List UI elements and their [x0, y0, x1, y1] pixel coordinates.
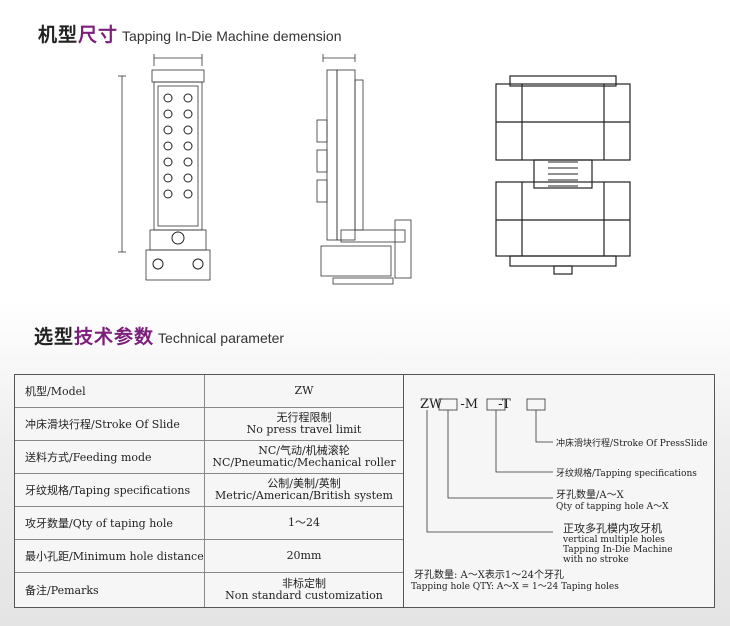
- row-value-line: NC/Pneumatic/Mechanical roller: [212, 456, 396, 469]
- machine-en-1: vertical multiple holes: [563, 535, 665, 545]
- table-row: 攻牙数量/Qty of taping hole 1～24: [15, 507, 403, 540]
- row-value-line: ZW: [294, 384, 314, 397]
- code-end: -T: [498, 397, 511, 412]
- machine-cn: 正攻多孔模内攻牙机: [563, 522, 662, 535]
- row-value: 1～24: [205, 507, 403, 539]
- front-view-drawing: [118, 54, 211, 281]
- row-label: 攻牙数量/Qty of taping hole: [15, 507, 205, 539]
- row-value-line: 20mm: [286, 549, 322, 562]
- code-mid: -M: [460, 397, 479, 412]
- row-label: 送料方式/Feeding mode: [15, 441, 205, 473]
- row-value-line: Metric/American/British system: [215, 489, 393, 502]
- row-label: 最小孔距/Minimum hole distance: [15, 540, 205, 572]
- technical-heading: 选型技术参数 Technical parameter: [34, 322, 284, 349]
- dimension-heading-cn: 机型: [38, 24, 79, 46]
- side-view-drawing: [316, 54, 412, 285]
- spec-table: 机型/Model ZW 冲床滑块行程/Stroke Of Slide 无行程限制…: [14, 374, 715, 608]
- top-view-drawing: [495, 75, 631, 275]
- table-row: 最小孔距/Minimum hole distance 20mm: [15, 540, 403, 573]
- dimension-heading: 机型尺寸 Tapping In-Die Machine demension: [38, 20, 342, 47]
- row-value-line: 1～24: [288, 516, 320, 529]
- technical-heading-en: Technical parameter: [158, 330, 285, 346]
- holes-label-cn: 牙孔数量/A～X: [556, 490, 624, 501]
- row-label: 牙纹规格/Taping specifications: [15, 474, 205, 506]
- row-value: 20mm: [205, 540, 403, 572]
- code-prefix: ZW: [420, 397, 443, 412]
- stroke-label: 冲床滑块行程/Stroke Of PressSlide: [556, 439, 708, 449]
- table-divider: [403, 375, 404, 607]
- note-cn: 牙孔数量: A～X表示1～24个牙孔: [414, 570, 564, 581]
- machine-en-3: with no stroke: [563, 555, 629, 565]
- model-code-diagram: [426, 398, 553, 533]
- dimension-heading-cn-accent: 尺寸: [78, 24, 119, 46]
- holes-label-en: Qty of tapping hole A～X: [556, 502, 669, 512]
- row-value: ZW: [205, 375, 403, 407]
- dimension-heading-en: Tapping In-Die Machine demension: [122, 28, 342, 44]
- machine-en-2: Tapping In-Die Machine: [563, 545, 673, 555]
- row-value-line: Non standard customization: [225, 589, 383, 602]
- technical-heading-cn-accent: 技术参数: [74, 326, 155, 348]
- technical-heading-cn: 选型: [34, 326, 75, 348]
- table-row: 机型/Model ZW: [15, 375, 403, 408]
- row-value-line: 无行程限制: [276, 411, 332, 424]
- row-label: 机型/Model: [15, 375, 205, 407]
- row-value-line: NC/气动/机械滚轮: [258, 444, 350, 457]
- row-label: 备注/Pemarks: [15, 573, 205, 607]
- row-value-line: No press travel limit: [246, 423, 362, 436]
- row-value-line: 非标定制: [282, 577, 326, 590]
- model-code: ZW -M -T: [420, 397, 511, 412]
- note-en: Tapping hole QTY: A～X = 1～24 Taping hole…: [411, 582, 619, 592]
- row-value-line: 公制/美制/英制: [267, 477, 341, 490]
- thread-label: 牙纹规格/Tapping specifications: [556, 469, 697, 479]
- row-label: 冲床滑块行程/Stroke Of Slide: [15, 408, 205, 440]
